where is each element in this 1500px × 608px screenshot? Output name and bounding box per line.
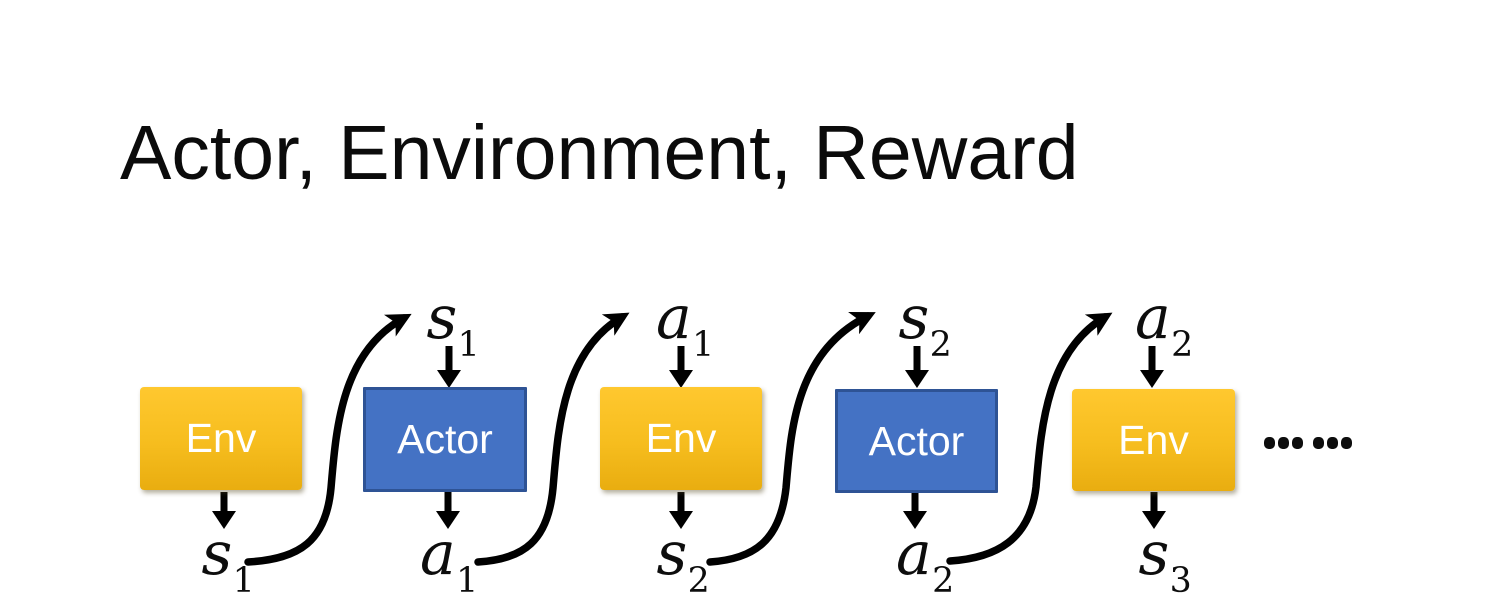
curved-arrow-s1-to-s1: [244, 313, 412, 566]
down-arrow-env2-to-s2: [669, 492, 693, 529]
math-base: s: [426, 283, 458, 353]
env-box-1: Env: [140, 387, 302, 490]
action-label-a1-bottom: a1: [420, 524, 478, 598]
math-sub: 2: [1171, 324, 1194, 365]
math-sub: 1: [457, 324, 480, 365]
state-label-s3-bottom: s3: [1139, 524, 1192, 598]
math-sub: 1: [456, 560, 479, 601]
state-label-s1-top: s1: [427, 288, 480, 362]
math-sub: 2: [687, 560, 710, 601]
curved-arrow-a2-to-a2: [946, 312, 1113, 565]
env-box-1-label: Env: [185, 415, 257, 461]
actor-box-1: Actor: [363, 387, 527, 492]
math-base: s: [898, 283, 930, 353]
actor-box-1-label: Actor: [397, 416, 493, 462]
math-base: a: [656, 283, 692, 353]
math-sub: 2: [932, 560, 955, 601]
down-arrows-out-of-boxes: [212, 492, 1166, 529]
action-label-a2-top: a2: [1135, 288, 1193, 362]
math-base: s: [201, 519, 233, 589]
curved-arrow-a1-to-a1: [474, 312, 630, 566]
math-base: a: [896, 519, 932, 589]
state-label-s2-bottom: s2: [657, 524, 710, 598]
down-arrows-into-boxes: [437, 346, 1164, 388]
env-box-3-label: Env: [1118, 416, 1189, 463]
math-sub: 1: [692, 324, 715, 365]
actor-box-2: Actor: [835, 389, 998, 493]
dot: [1278, 437, 1289, 449]
state-label-s2-top: s2: [899, 288, 952, 362]
down-arrow-actor1-to-a1: [436, 492, 460, 529]
down-arrow-s2-to-actor2: [905, 346, 929, 388]
actor-box-2-label: Actor: [868, 417, 965, 464]
dot: [1313, 437, 1324, 449]
down-arrow-a2-to-env3: [1140, 346, 1164, 388]
math-base: s: [1138, 519, 1170, 589]
math-sub: 3: [1169, 560, 1192, 601]
math-base: a: [420, 519, 456, 589]
env-box-2-label: Env: [645, 415, 717, 461]
action-label-a1-top: a1: [656, 288, 714, 362]
dot: [1292, 437, 1303, 449]
down-arrow-a1-to-env2: [669, 346, 693, 388]
action-label-a2-bottom: a2: [896, 524, 954, 598]
ellipsis-dots-icon: [1264, 437, 1355, 449]
math-base: a: [1135, 283, 1171, 353]
down-arrow-actor2-to-a2: [903, 492, 927, 529]
dot: [1264, 437, 1275, 449]
dot: [1341, 437, 1352, 449]
dot: [1327, 437, 1338, 449]
down-arrow-s1-to-actor1: [437, 346, 461, 388]
down-arrow-env3-to-s3: [1142, 492, 1166, 529]
math-sub: 1: [232, 560, 255, 601]
state-label-s1-bottom: s1: [202, 524, 255, 598]
curved-arrow-s2-to-s2: [706, 312, 876, 566]
env-box-2: Env: [600, 387, 762, 490]
down-arrow-env1-to-s1: [212, 492, 236, 529]
math-sub: 2: [929, 324, 952, 365]
slide-title: Actor, Environment, Reward: [120, 110, 1079, 196]
env-box-3: Env: [1072, 389, 1235, 491]
math-base: s: [656, 519, 688, 589]
